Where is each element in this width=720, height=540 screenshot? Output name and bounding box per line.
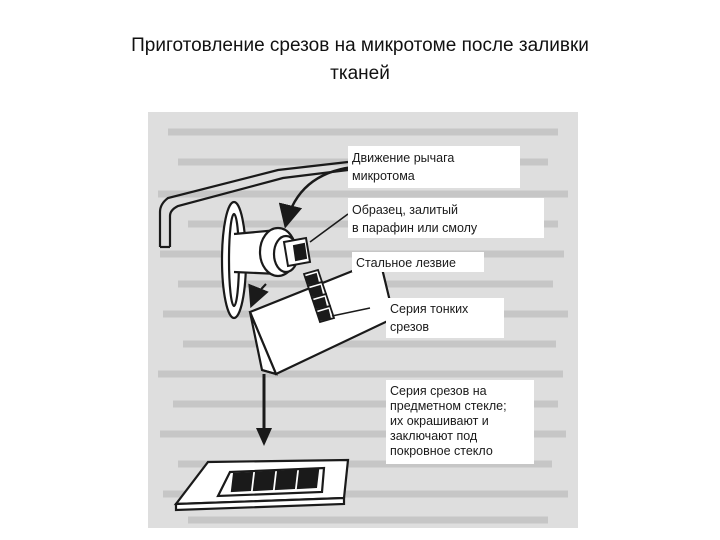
pointer-lines: [309, 213, 371, 317]
slide-title-line-1: Приготовление срезов на микротоме после …: [131, 35, 589, 56]
blade-label-box: [352, 252, 484, 272]
slide-label-line-2: предметном стекле;: [390, 399, 507, 413]
lever-label-line-2: микротома: [352, 169, 415, 183]
series-label-box: [386, 298, 504, 338]
section-ribbon: [302, 268, 336, 324]
sample-label-line-1: Образец, залитый: [352, 203, 458, 217]
sample-label-line-2: в парафин или смолу: [352, 221, 478, 235]
lever-motion-arrow: [278, 165, 354, 229]
ribbon-down-arrow: [248, 283, 269, 309]
series-label-line-1: Серия тонких: [390, 302, 469, 316]
microtome-figure: Движение рычага микротома Образец, залит…: [148, 112, 578, 528]
blade-label: Стальное лезвие: [356, 256, 456, 270]
slide-label-line-3: их окрашивают и: [390, 414, 489, 428]
series-label-line-2: срезов: [390, 320, 429, 334]
slide-label-line-5: покровное стекло: [390, 444, 493, 458]
slide-title-line-2: тканей: [330, 63, 390, 84]
lever-label-box: [348, 146, 520, 188]
microtome-diagram: Движение рычага микротома Образец, залит…: [148, 112, 578, 528]
slide-label-line-1: Серия срезов на: [390, 384, 487, 398]
sample-label-box: [348, 198, 544, 238]
microtome-arm: [158, 160, 349, 249]
slide-label-box: [386, 380, 534, 464]
sample-block: [282, 236, 312, 268]
microscope-slide: [173, 458, 350, 512]
slide-title: Приготовление срезов на микротоме после …: [40, 32, 680, 88]
lever-label-line-1: Движение рычага: [352, 151, 454, 165]
slide-label-line-4: заключают под: [390, 429, 478, 443]
transfer-arrow: [256, 374, 272, 446]
